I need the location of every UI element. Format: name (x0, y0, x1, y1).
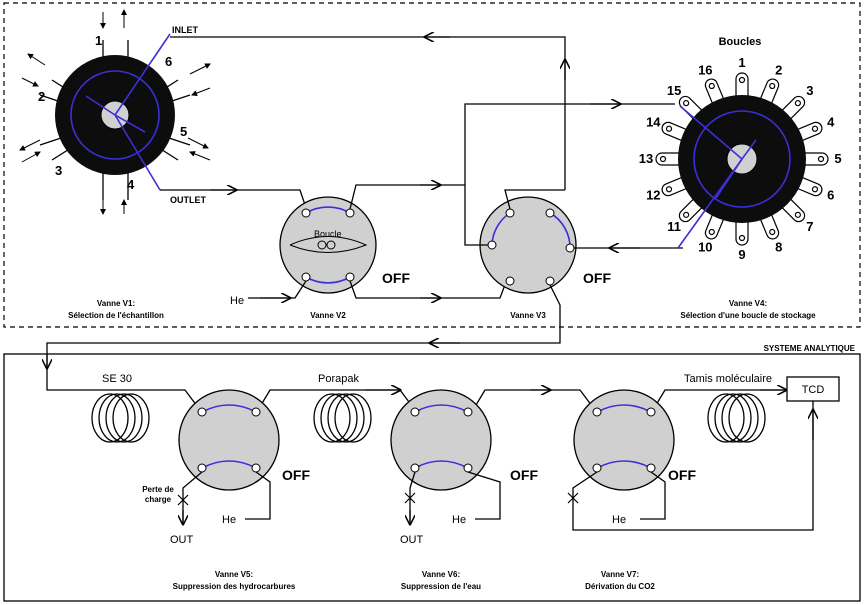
v1-port-4: 4 (127, 177, 135, 192)
valve-v2: Boucle OFF He Vanne V2 (230, 196, 410, 320)
section-title: SYSTEME ANALYTIQUE (764, 344, 856, 353)
v4-port-6: 6 (827, 188, 834, 203)
v6-caption-1: Vanne V6: (422, 570, 460, 579)
v5-perte-1: Perte de (142, 485, 174, 494)
v4-port-12: 12 (646, 188, 660, 203)
valve-v7: OFF He Vanne V7: Dérivation du CO2 (573, 389, 696, 591)
v4-port-14: 14 (646, 114, 661, 129)
v1-port-5: 5 (180, 124, 187, 139)
v1-port-2: 2 (38, 89, 45, 104)
v7-caption-2: Dérivation du CO2 (585, 582, 655, 591)
valve-v3: OFF Vanne V3 (479, 196, 611, 320)
v5-caption-1: Vanne V5: (215, 570, 253, 579)
v4-port-8: 8 (775, 240, 782, 255)
v3-caption: Vanne V3 (510, 311, 546, 320)
v1-port-1: 1 (95, 33, 102, 48)
valve-v6: OFF OUT He Vanne V6: Suppression de l'ea… (390, 389, 538, 591)
v6-off-label: OFF (510, 467, 538, 483)
v4-caption-1: Vanne V4: (729, 299, 767, 308)
v1-port-6: 6 (165, 54, 172, 69)
v2-caption: Vanne V2 (310, 311, 346, 320)
v2-he-label: He (230, 295, 244, 307)
v2-boucle-label: Boucle (314, 229, 342, 239)
v4-port-9: 9 (738, 247, 745, 262)
se30-label: SE 30 (102, 373, 132, 385)
v5-caption-2: Suppression des hydrocarbures (173, 582, 296, 591)
v5-off-label: OFF (282, 467, 310, 483)
v1-inlet-label: INLET (172, 25, 199, 35)
outlet-line (160, 189, 306, 206)
v4-port-11: 11 (667, 219, 681, 234)
v4-port-7: 7 (806, 219, 813, 234)
v4-port-3: 3 (806, 83, 813, 98)
v6-out-label: OUT (400, 534, 424, 546)
v7-he-label: He (612, 514, 626, 526)
v1-outlet-label: OUTLET (170, 195, 206, 205)
v1-port-3: 3 (55, 163, 62, 178)
v5-he-label: He (222, 514, 236, 526)
v5-out-label: OUT (170, 534, 194, 546)
valve-v5: OFF Perte de charge OUT He Vanne V5: Sup… (142, 389, 310, 591)
storage-loop (735, 72, 749, 99)
v3-off-label: OFF (583, 270, 611, 286)
v1-caption-2: Sélection de l'échantillon (68, 311, 164, 320)
inlet-line (170, 36, 566, 190)
column-porapak: Porapak (313, 373, 372, 443)
v4-caption-2: Sélection d'une boucle de stockage (680, 311, 816, 320)
v4-port-10: 10 (698, 240, 712, 255)
v7-caption-1: Vanne V7: (601, 570, 639, 579)
v4-port-5: 5 (834, 151, 841, 166)
v4-port-13: 13 (639, 151, 653, 166)
sampling-frame (3, 2, 861, 328)
v4-port-1: 1 (738, 55, 745, 70)
v4-port-15: 15 (667, 83, 681, 98)
v6-caption-2: Suppression de l'eau (401, 582, 481, 591)
v2-off-label: OFF (382, 270, 410, 286)
column-se30: SE 30 (91, 373, 150, 443)
storage-loop (655, 152, 682, 166)
v6-he-label: He (452, 514, 466, 526)
analytic-frame (3, 353, 861, 602)
storage-loop (735, 219, 749, 246)
v4-port-16: 16 (698, 62, 712, 77)
v5-perte-2: charge (145, 495, 172, 504)
v4-port-2: 2 (775, 62, 782, 77)
column-tamis: Tamis moléculaire (684, 373, 772, 443)
tcd-label: TCD (802, 384, 825, 396)
v7-off-label: OFF (668, 467, 696, 483)
v1-caption-1: Vanne V1: (97, 299, 135, 308)
porapak-label: Porapak (318, 373, 359, 385)
storage-loop (802, 152, 829, 166)
valve-v1: 1 2 3 4 5 6 INLET OUTLET Vanne V1: Sélec… (19, 9, 211, 320)
v4-port-4: 4 (827, 114, 835, 129)
tcd-detector: TCD (786, 376, 840, 402)
v4-title: Boucles (719, 36, 762, 48)
tamis-label: Tamis moléculaire (684, 373, 772, 385)
